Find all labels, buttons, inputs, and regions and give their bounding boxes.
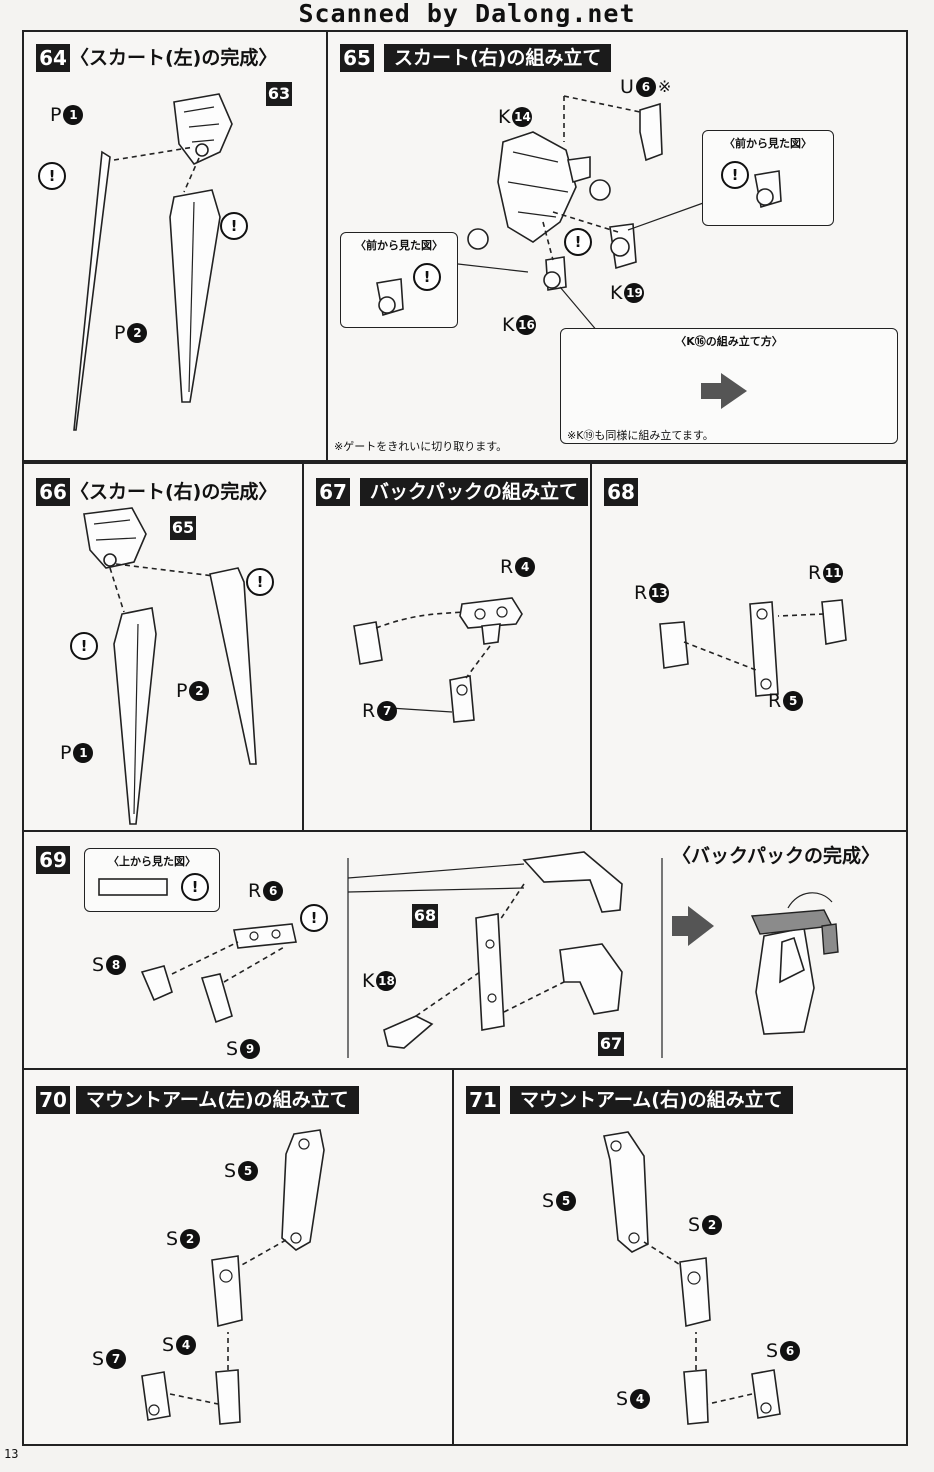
step-number: 68 xyxy=(604,478,638,506)
step-number: 66 xyxy=(36,478,70,506)
step-title: マウントアーム(右)の組み立て xyxy=(510,1086,793,1114)
caution-icon: ! xyxy=(564,228,592,256)
caution-icon: ! xyxy=(246,568,274,596)
step-71-diagram xyxy=(603,1131,781,1425)
step-number: 69 xyxy=(36,846,70,874)
caution-icon: ! xyxy=(38,162,66,190)
inset-title: 〈K⑯の組み立て方〉 xyxy=(675,335,783,348)
right-arrow-icon xyxy=(721,373,747,409)
right-arrow-icon-head xyxy=(688,906,714,946)
gate-note: ※ゲートをきれいに切り取ります。 xyxy=(334,440,508,453)
step-number: 71 xyxy=(466,1086,500,1114)
step-70-diagram xyxy=(141,1129,325,1425)
step-number: 67 xyxy=(316,478,350,506)
step-68-diagram xyxy=(659,599,847,697)
right-arrow-icon xyxy=(672,916,690,936)
step-number: 70 xyxy=(36,1086,70,1114)
step-title: 〈スカート(左)の完成〉 xyxy=(70,47,278,69)
scan-watermark: Scanned by Dalong.net xyxy=(298,0,636,28)
step-64-diagram xyxy=(73,93,233,431)
caution-icon: ! xyxy=(413,263,441,291)
reference-step-68: 68 xyxy=(412,904,438,928)
caution-icon: ! xyxy=(181,873,209,901)
reference-step-63: 63 xyxy=(266,82,292,106)
inset-title: 〈前から見た図〉 xyxy=(724,137,812,150)
inset-k16-assembly: 〈K⑯の組み立て方〉 ※K⑲も同様に組み立てます。 xyxy=(560,328,898,444)
page-number: 13 xyxy=(4,1447,19,1461)
inset-top-view: 〈上から見た図〉 ! xyxy=(84,848,220,912)
caution-icon: ! xyxy=(721,161,749,189)
caution-icon: ! xyxy=(70,632,98,660)
step-66-diagram xyxy=(83,507,257,825)
backpack-complete-title: 〈バックパックの完成〉 xyxy=(672,845,881,867)
inset-title: 〈前から見た図〉 xyxy=(355,239,443,252)
caution-icon: ! xyxy=(220,212,248,240)
reference-step-67: 67 xyxy=(598,1032,624,1056)
right-arrow-icon-shaft xyxy=(701,383,723,399)
step-69-diagram xyxy=(140,851,839,1058)
step-title: マウントアーム(左)の組み立て xyxy=(76,1086,359,1114)
step-title: バックパックの組み立て xyxy=(360,478,589,506)
step-title: 〈スカート(右)の完成〉 xyxy=(70,481,278,503)
inset-front-view-left: 〈前から見た図〉 ! xyxy=(340,232,458,328)
inset-title: 〈上から見た図〉 xyxy=(108,855,196,868)
inset-front-view-right: 〈前から見た図〉 ! xyxy=(702,130,834,226)
step-67-diagram xyxy=(353,597,523,723)
caution-icon: ! xyxy=(300,904,328,932)
step-number: 64 xyxy=(36,44,70,72)
step-number: 65 xyxy=(340,44,374,72)
reference-step-65: 65 xyxy=(170,516,196,540)
step-title: スカート(右)の組み立て xyxy=(384,44,612,72)
inset-note: ※K⑲も同様に組み立てます。 xyxy=(567,429,714,442)
